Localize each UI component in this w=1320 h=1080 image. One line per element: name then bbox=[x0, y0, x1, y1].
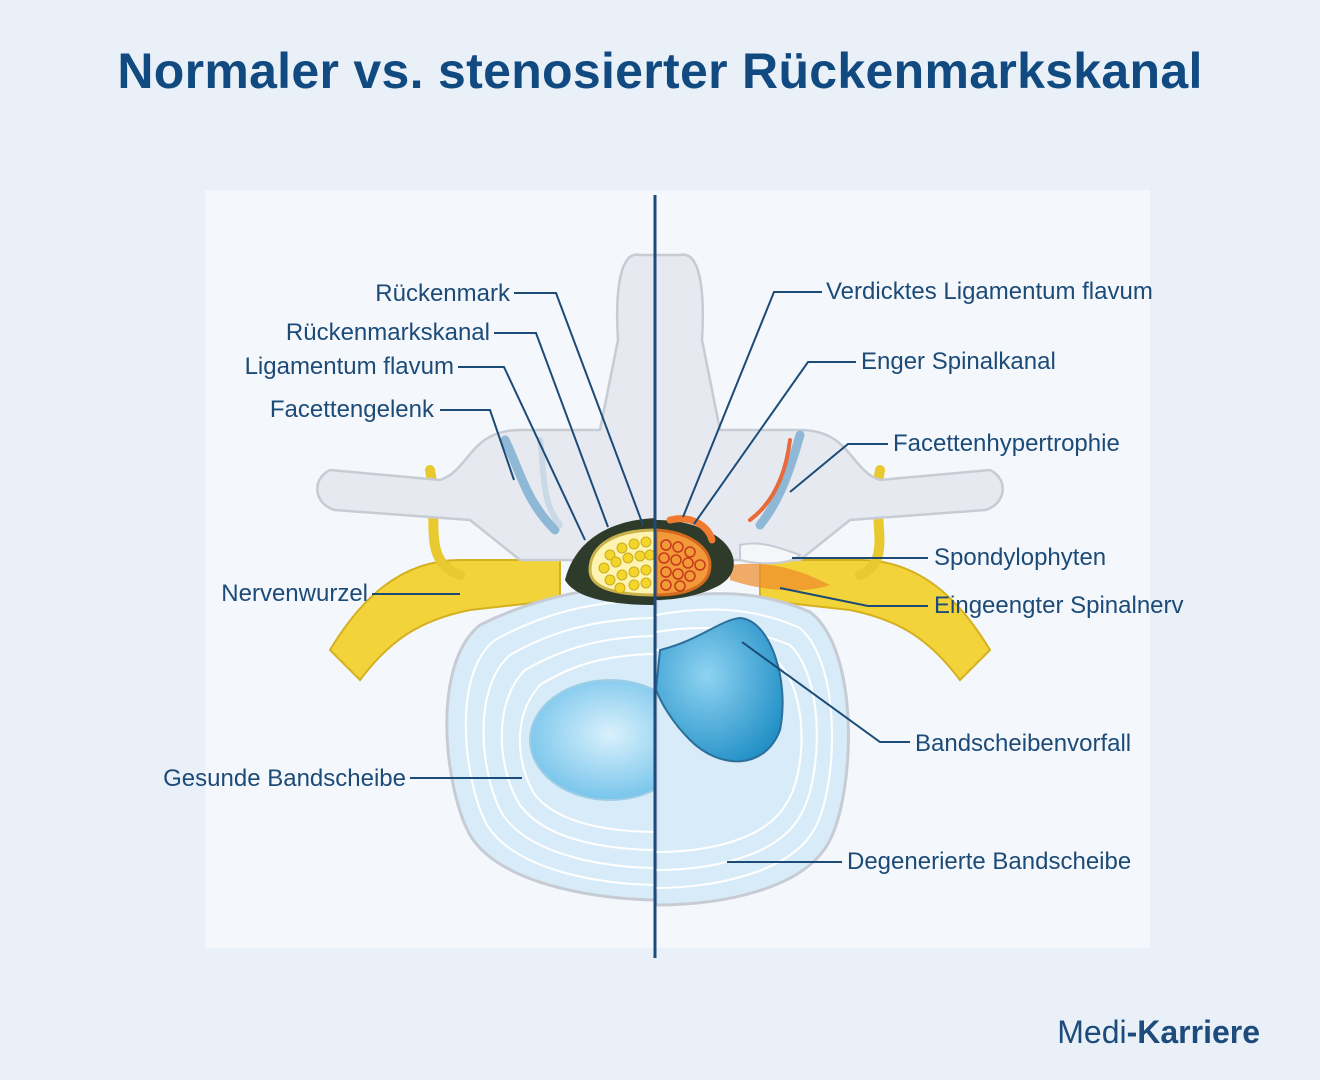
label-gesunde-bandscheibe: Gesunde Bandscheibe bbox=[163, 765, 406, 792]
label-eingeengter-spinalnerv: Eingeengter Spinalnerv bbox=[934, 592, 1184, 619]
label-bandscheibenvorfall: Bandscheibenvorfall bbox=[915, 730, 1132, 757]
spinal-canal bbox=[565, 515, 734, 605]
label-facettengelenk: Facettengelenk bbox=[269, 396, 434, 423]
page-title: Normaler vs. stenosierter Rückenmarkskan… bbox=[117, 43, 1203, 99]
brand-part1: Medi bbox=[1057, 1014, 1127, 1050]
label-degenerierte-bandscheibe: Degenerierte Bandscheibe bbox=[847, 848, 1132, 875]
brand-part2: -Karriere bbox=[1126, 1014, 1260, 1050]
label-nervenwurzel: Nervenwurzel bbox=[221, 580, 368, 607]
label-enger-spinalkanal: Enger Spinalkanal bbox=[861, 348, 1056, 375]
label-spondylophyten: Spondylophyten bbox=[934, 544, 1107, 571]
discs bbox=[445, 583, 850, 907]
label-rueckenmarkskanal: Rückenmarkskanal bbox=[285, 319, 490, 346]
label-verdicktes-ligamentum: Verdicktes Ligamentum flavum bbox=[826, 278, 1153, 305]
leader-lines bbox=[372, 291, 928, 863]
label-facettenhypertrophie: Facettenhypertrophie bbox=[893, 430, 1120, 457]
label-rueckenmark: Rückenmark bbox=[375, 280, 510, 307]
brand-logo: Medi-Karriere bbox=[1057, 1014, 1260, 1051]
label-ligamentum-flavum: Ligamentum flavum bbox=[244, 353, 454, 380]
